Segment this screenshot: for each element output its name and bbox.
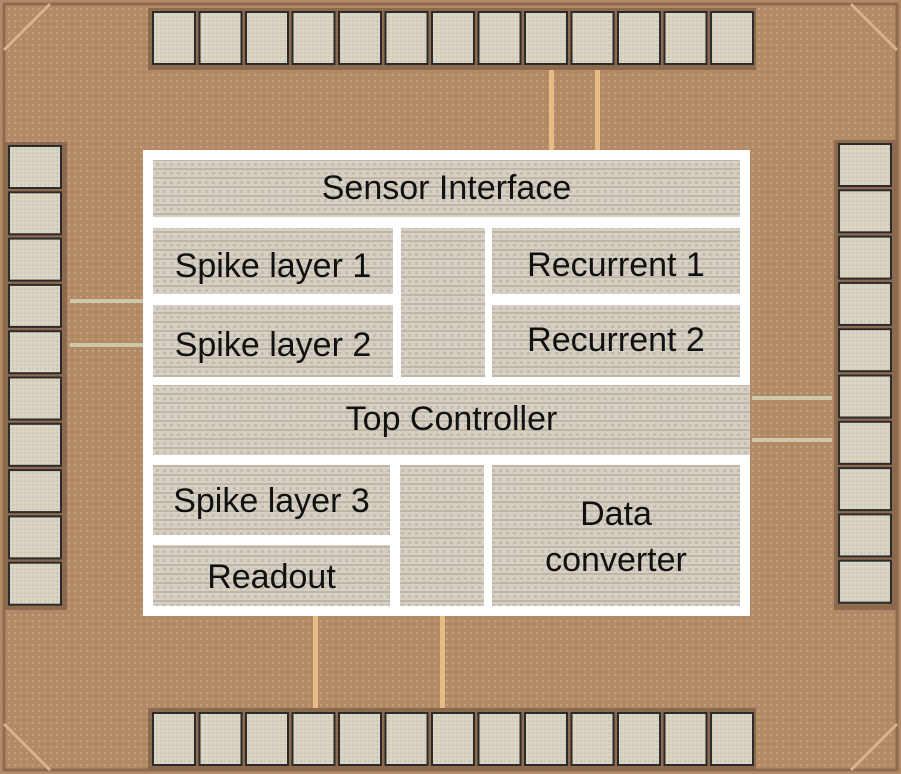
- block-spike-layer-2: [153, 305, 393, 377]
- bond-pad-bottom: [617, 712, 661, 766]
- block-top-controller: [153, 385, 750, 455]
- bond-pad-bottom: [477, 712, 522, 766]
- bond-pad-right: [838, 143, 892, 187]
- trace: [595, 70, 600, 152]
- trace: [70, 299, 150, 303]
- trace: [440, 614, 445, 710]
- bond-pad-right: [838, 328, 892, 373]
- bond-pad-right: [838, 467, 892, 512]
- bond-pad-top: [152, 11, 196, 65]
- bond-pad-right: [838, 189, 892, 234]
- label-recurrent-2: Recurrent 2: [527, 321, 705, 359]
- bond-pad-left: [8, 237, 62, 282]
- bond-pad-left: [8, 330, 62, 375]
- label-recurrent-1: Recurrent 1: [527, 246, 705, 284]
- bond-pad-right: [838, 374, 892, 419]
- bond-pad-bottom: [291, 712, 336, 766]
- bond-pad-top: [338, 11, 382, 65]
- trace: [549, 70, 554, 152]
- bond-pad-right: [838, 513, 892, 558]
- corner-seal-bottom-left: [2, 722, 52, 772]
- bond-pad-left: [8, 145, 62, 189]
- bond-pad-left: [8, 515, 62, 560]
- bond-pad-top: [710, 11, 754, 65]
- block-sensor-interface: [153, 160, 740, 217]
- bond-pad-top: [431, 11, 475, 65]
- bond-pad-bottom: [524, 712, 568, 766]
- bond-pad-top: [291, 11, 336, 65]
- label-data-converter-line1: Data: [580, 495, 652, 533]
- bond-pad-top: [524, 11, 568, 65]
- bond-pad-bottom: [152, 712, 196, 766]
- block-recurrent-2: [492, 305, 740, 377]
- bond-pad-bottom: [663, 712, 708, 766]
- trace: [752, 396, 832, 400]
- bond-pad-top: [384, 11, 429, 65]
- bond-pad-right: [838, 235, 892, 280]
- label-readout: Readout: [207, 558, 336, 596]
- bond-pad-right: [838, 281, 892, 326]
- bond-pad-left: [8, 469, 62, 514]
- corner-seal-top-right: [849, 2, 899, 52]
- block-readout: [153, 545, 390, 606]
- label-spike-layer-1: Spike layer 1: [174, 247, 372, 285]
- bond-pad-right: [838, 420, 892, 465]
- block-center-fill-lower: [400, 465, 484, 606]
- bond-pad-bottom: [384, 712, 429, 766]
- bond-pad-bottom: [431, 712, 475, 766]
- label-spike-layer-3: Spike layer 3: [173, 482, 370, 520]
- corner-seal-bottom-right: [849, 722, 899, 772]
- trace: [313, 614, 318, 710]
- bond-pad-left: [8, 283, 62, 328]
- bond-pad-left: [8, 422, 62, 467]
- bond-pad-top: [570, 11, 615, 65]
- trace: [70, 343, 150, 347]
- bond-pad-bottom: [710, 712, 754, 766]
- block-spike-layer-1: [153, 228, 393, 294]
- bond-pads: [5, 8, 896, 770]
- bond-pad-top: [477, 11, 522, 65]
- label-spike-layer-2: Spike layer 2: [174, 326, 372, 364]
- corner-seal-top-left: [2, 2, 52, 52]
- block-center-fill: [401, 228, 485, 377]
- trace: [752, 438, 832, 442]
- bond-pad-left: [8, 191, 62, 236]
- bond-pad-top: [663, 11, 708, 65]
- bond-pad-top: [245, 11, 289, 65]
- bond-pad-top: [198, 11, 243, 65]
- bond-pad-bottom: [570, 712, 615, 766]
- block-recurrent-1: [492, 228, 740, 294]
- block-spike-layer-3: [153, 465, 390, 535]
- label-top-controller: Top Controller: [345, 400, 558, 438]
- bond-pad-left: [8, 561, 62, 606]
- bond-pad-left: [8, 376, 62, 421]
- label-data-converter-line2: converter: [545, 541, 687, 579]
- bond-pad-bottom: [338, 712, 382, 766]
- bond-pad-right: [838, 559, 892, 604]
- label-sensor-interface: Sensor Interface: [321, 169, 572, 207]
- bond-pad-top: [617, 11, 661, 65]
- block-data-converter: [492, 465, 740, 606]
- bond-pad-bottom: [198, 712, 243, 766]
- bond-pad-bottom: [245, 712, 289, 766]
